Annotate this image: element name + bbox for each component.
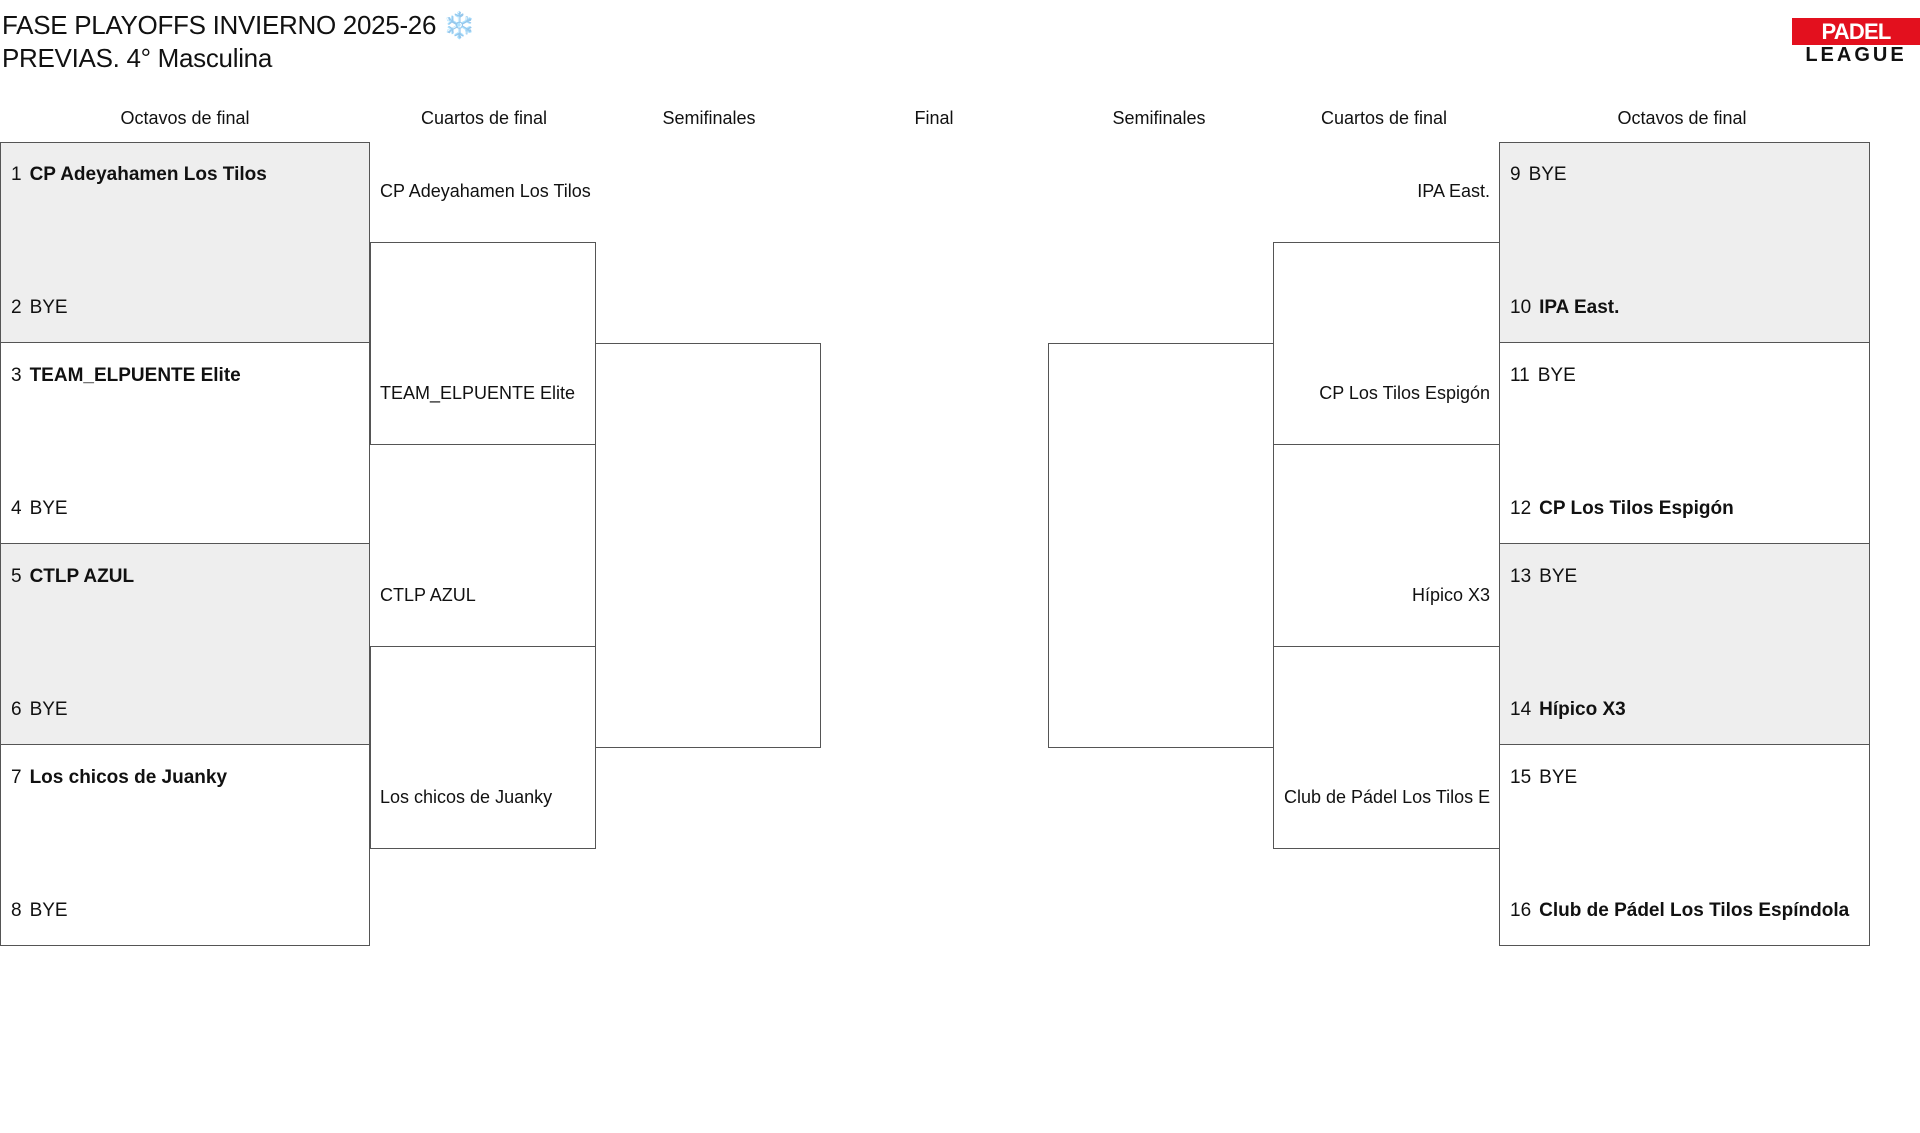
team-slot[interactable]: 12 CP Los Tilos Espigón bbox=[1510, 498, 1734, 520]
team-name: BYE bbox=[1539, 566, 1578, 587]
team-name: BYE bbox=[1537, 365, 1576, 386]
match-box: 7 Los chicos de Juanky 8 BYE bbox=[0, 744, 370, 946]
team-name: CP Los Tilos Espigón bbox=[1539, 498, 1734, 519]
match-box: 9 BYE 10 IPA East. bbox=[1499, 142, 1870, 343]
page-subtitle: PREVIAS. 4° Masculina bbox=[2, 43, 272, 73]
seed-number: 3 bbox=[11, 365, 22, 386]
team-name: Los chicos de Juanky bbox=[29, 767, 228, 788]
team-name: TEAM_ELPUENTE Elite bbox=[29, 365, 241, 386]
team-name: Club de Pádel Los Tilos Espíndola bbox=[1539, 900, 1850, 921]
seed-number: 6 bbox=[11, 699, 22, 720]
match-box: 13 BYE 14 Hípico X3 bbox=[1499, 543, 1870, 745]
bracket-connector bbox=[1273, 242, 1500, 445]
team-name: BYE bbox=[29, 297, 68, 318]
logo-top-text: PADEL TEAM bbox=[1792, 18, 1920, 45]
seed-number: 13 bbox=[1510, 566, 1532, 587]
seed-number: 11 bbox=[1510, 365, 1530, 386]
col-header-final: Final bbox=[914, 108, 954, 128]
bracket-connector bbox=[370, 242, 596, 445]
team-slot[interactable]: 13 BYE bbox=[1510, 566, 1577, 588]
team-name: BYE bbox=[29, 699, 68, 720]
col-header-left-semis: Semifinales bbox=[662, 108, 756, 128]
seed-number: 12 bbox=[1510, 498, 1532, 519]
match-box: 15 BYE 16 Club de Pádel Los Tilos Espíndol… bbox=[1499, 744, 1870, 946]
team-slot[interactable]: 4 BYE bbox=[11, 498, 68, 520]
seed-number: 4 bbox=[11, 498, 22, 519]
page-title: FASE PLAYOFFS INVIERNO 2025-26 ❄️ bbox=[2, 10, 476, 40]
team-slot[interactable]: 7 Los chicos de Juanky bbox=[11, 767, 227, 789]
team-name: CP Adeyahamen Los Tilos bbox=[29, 164, 267, 185]
team-slot[interactable]: 14 Hípico X3 bbox=[1510, 699, 1626, 721]
qf-team-name[interactable]: IPA East. bbox=[1417, 181, 1490, 201]
qf-team-name[interactable]: CP Adeyahamen Los Tilos bbox=[380, 181, 591, 201]
team-name: BYE bbox=[1528, 164, 1567, 185]
seed-number: 1 bbox=[11, 164, 22, 185]
qf-team-name[interactable]: CP Los Tilos Espigón bbox=[1319, 383, 1490, 403]
qf-team-name[interactable]: Hípico X3 bbox=[1411, 585, 1490, 605]
col-header-right-cuartos: Cuartos de final bbox=[1320, 108, 1448, 128]
col-header-left-octavos: Octavos de final bbox=[120, 108, 250, 128]
seed-number: 7 bbox=[11, 767, 22, 788]
qf-team-name[interactable]: TEAM_ELPUENTE Elite bbox=[380, 383, 576, 403]
qf-team-name[interactable]: CTLP AZUL bbox=[380, 585, 476, 605]
team-slot[interactable]: 16 Club de Pádel Los Tilos Espíndola bbox=[1510, 900, 1849, 922]
team-slot[interactable]: 11 BYE bbox=[1510, 365, 1576, 387]
team-name: BYE bbox=[29, 900, 68, 921]
qf-team-name[interactable]: Los chicos de Juanky bbox=[380, 787, 553, 807]
team-slot[interactable]: 5 CTLP AZUL bbox=[11, 566, 134, 588]
team-name: BYE bbox=[29, 498, 68, 519]
team-slot[interactable]: 10 IPA East. bbox=[1510, 297, 1619, 319]
team-name: CTLP AZUL bbox=[29, 566, 135, 587]
padel-team-league-logo: PADEL TEAM LEAGUE bbox=[1792, 18, 1920, 66]
team-name: IPA East. bbox=[1539, 297, 1620, 318]
bracket-connector bbox=[595, 343, 821, 748]
seed-number: 5 bbox=[11, 566, 22, 587]
seed-number: 9 bbox=[1510, 164, 1521, 185]
team-slot[interactable]: 8 BYE bbox=[11, 900, 68, 922]
bracket-connector bbox=[1273, 646, 1500, 849]
col-header-left-cuartos: Cuartos de final bbox=[420, 108, 548, 128]
col-header-right-octavos: Octavos de final bbox=[1617, 108, 1747, 128]
match-box: 5 CTLP AZUL 6 BYE bbox=[0, 543, 370, 745]
seed-number: 14 bbox=[1510, 699, 1532, 720]
team-slot[interactable]: 1 CP Adeyahamen Los Tilos bbox=[11, 164, 267, 186]
seed-number: 8 bbox=[11, 900, 22, 921]
seed-number: 15 bbox=[1510, 767, 1532, 788]
team-slot[interactable]: 6 BYE bbox=[11, 699, 68, 721]
logo-bottom-text: LEAGUE bbox=[1805, 44, 1907, 66]
match-box: 3 TEAM_ELPUENTE Elite 4 BYE bbox=[0, 342, 370, 544]
col-header-right-semis: Semifinales bbox=[1112, 108, 1206, 128]
team-name: Hípico X3 bbox=[1539, 699, 1626, 720]
seed-number: 10 bbox=[1510, 297, 1532, 318]
team-slot[interactable]: 15 BYE bbox=[1510, 767, 1577, 789]
team-slot[interactable]: 3 TEAM_ELPUENTE Elite bbox=[11, 365, 241, 387]
bracket-connector bbox=[370, 646, 596, 849]
team-slot[interactable]: 9 BYE bbox=[1510, 164, 1567, 186]
bracket-connector bbox=[1048, 343, 1274, 748]
match-box: 11 BYE 12 CP Los Tilos Espigón bbox=[1499, 342, 1870, 544]
team-name: BYE bbox=[1539, 767, 1578, 788]
match-box: 1 CP Adeyahamen Los Tilos 2 BYE bbox=[0, 142, 370, 343]
team-slot[interactable]: 2 BYE bbox=[11, 297, 68, 319]
seed-number: 2 bbox=[11, 297, 22, 318]
seed-number: 16 bbox=[1510, 900, 1532, 921]
qf-team-name[interactable]: Club de Pádel Los Tilos Espíndola bbox=[1284, 787, 1490, 807]
